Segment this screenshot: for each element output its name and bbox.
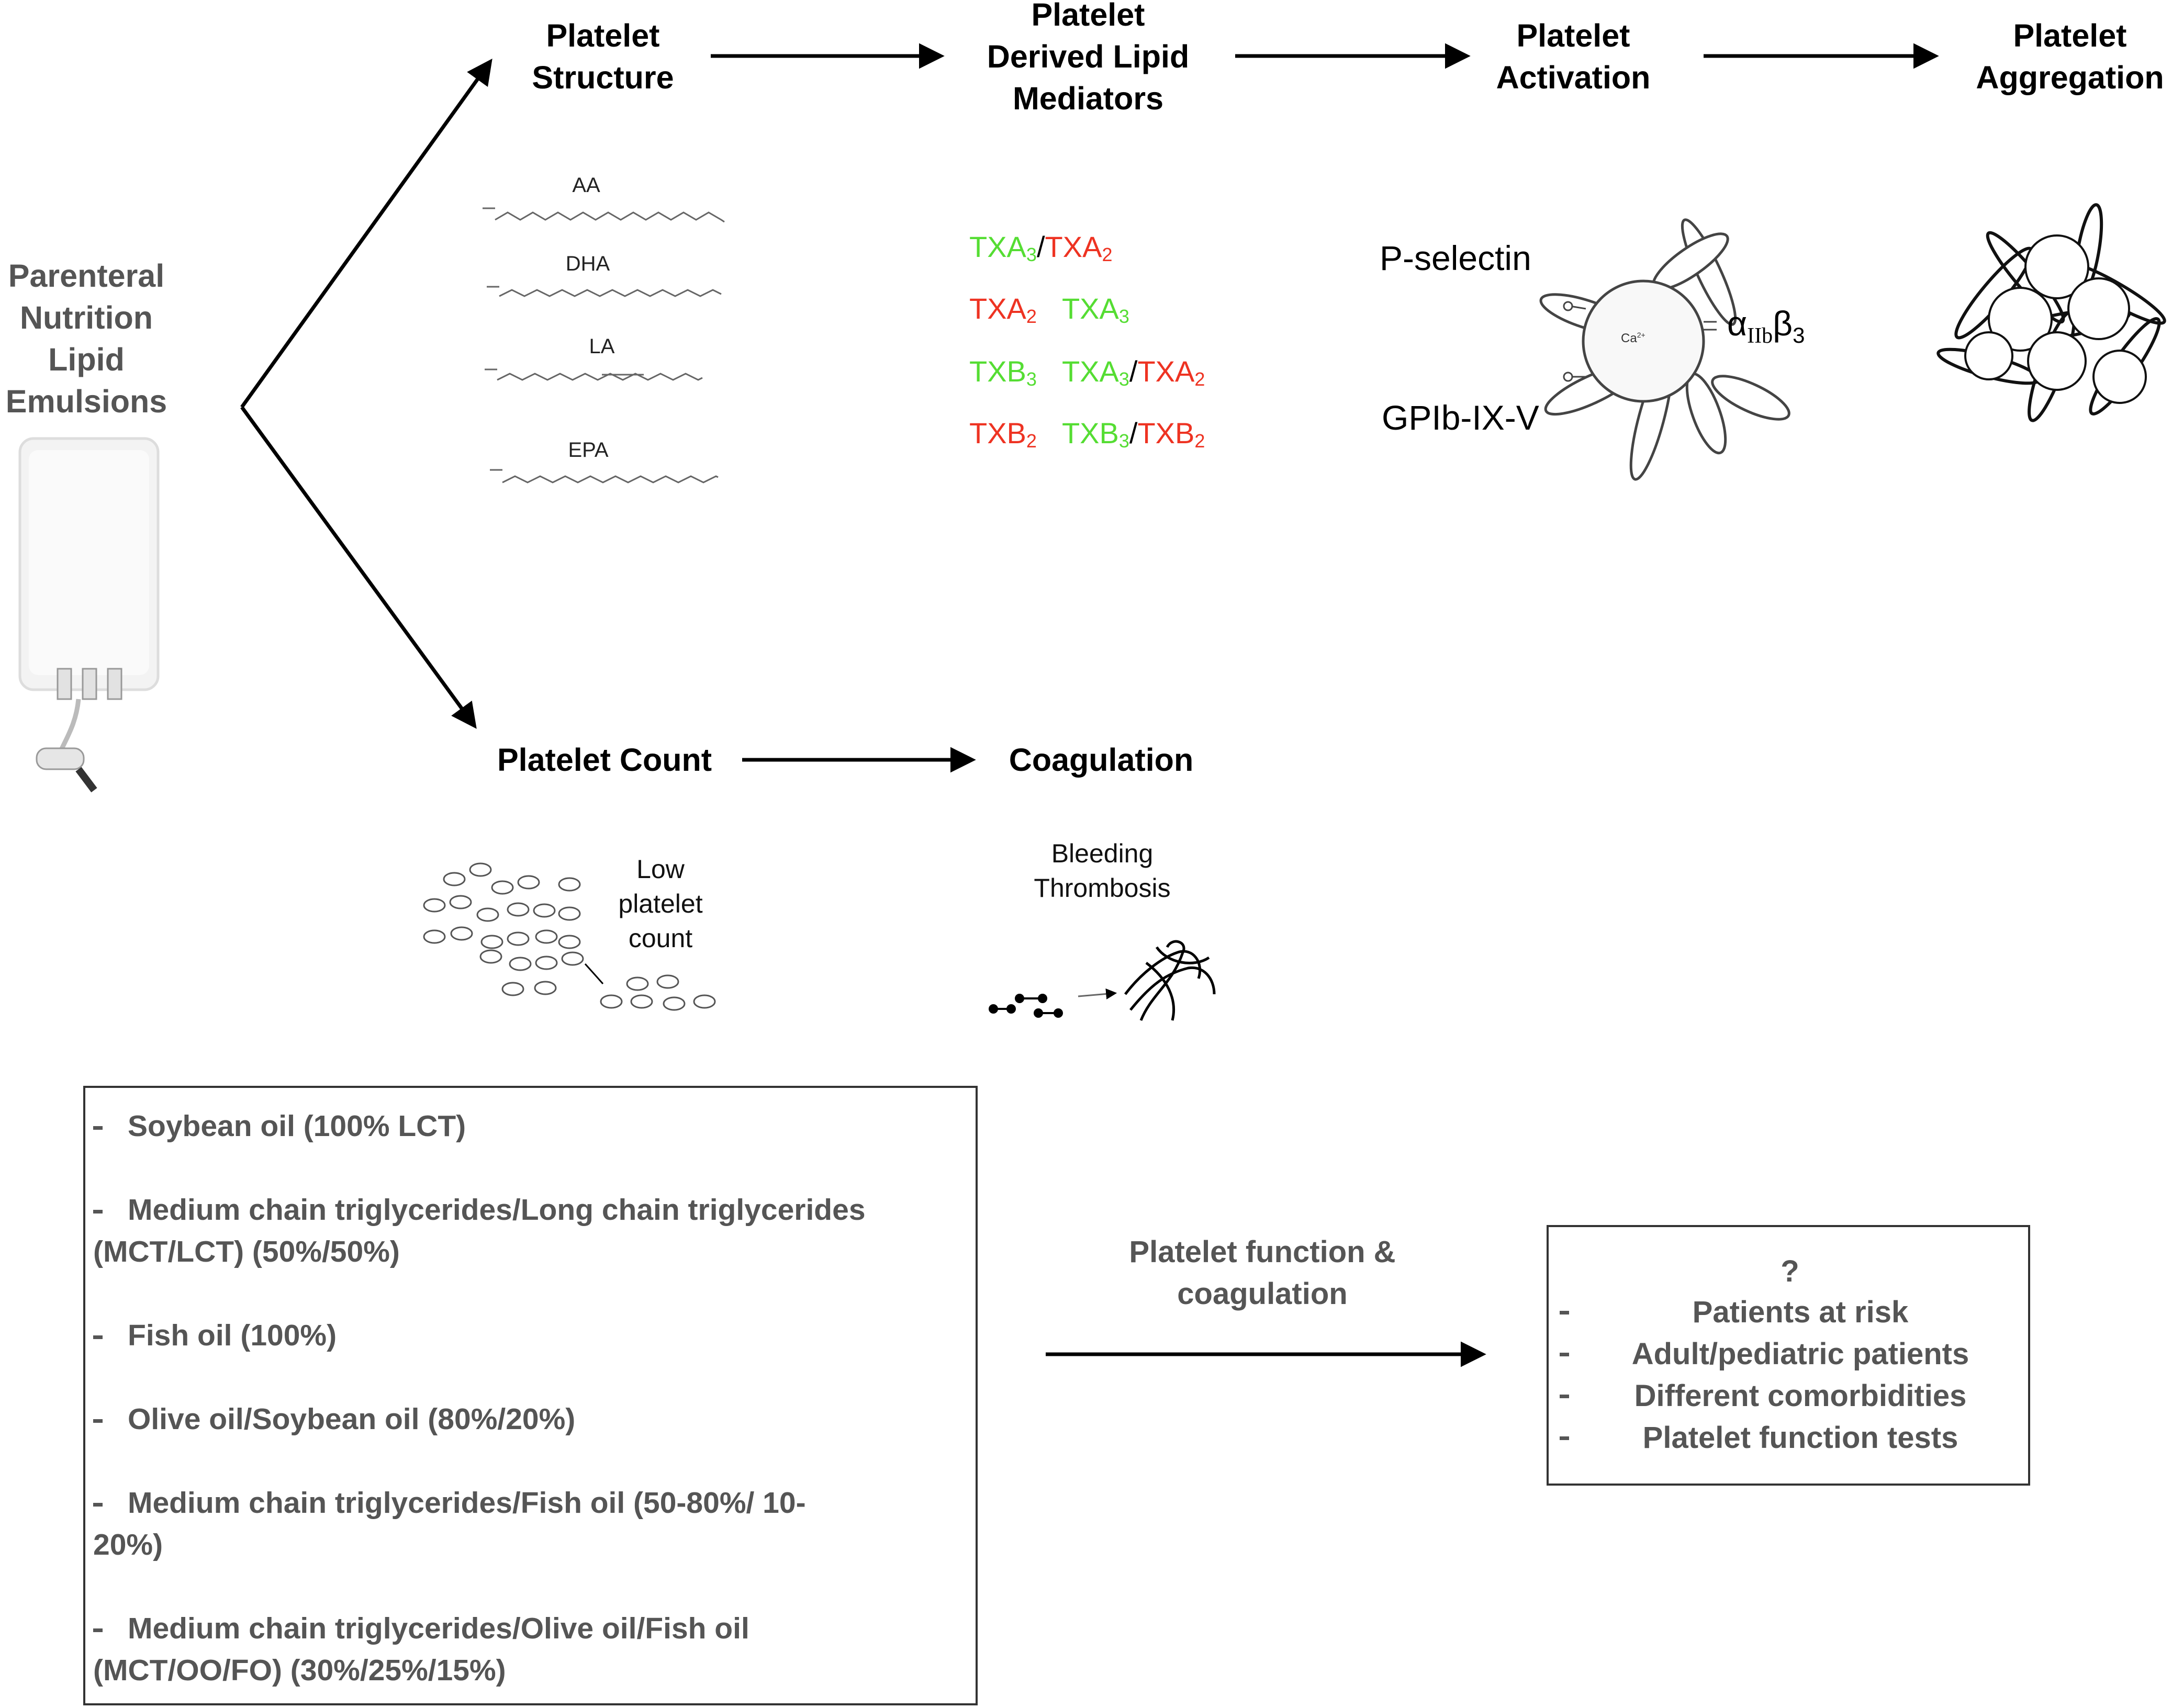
- mediator-row: TXB3 TXA3/TXA2: [969, 351, 1205, 400]
- heading-lipid-mediators: Platelet Derived Lipid Mediators: [987, 0, 1189, 119]
- label-line: Thrombosis: [1034, 873, 1171, 903]
- heading-line: Activation: [1496, 60, 1651, 95]
- dash-icon: [1560, 1353, 1569, 1356]
- heading-line: Structure: [532, 60, 674, 95]
- calcium-symbol: Ca: [1621, 331, 1637, 345]
- dash-icon: [1560, 1311, 1569, 1314]
- p-selectin-label: P-selectin: [1380, 239, 1531, 277]
- fatty-acid-label: LA: [589, 335, 615, 358]
- iv-bag-icon: [18, 437, 160, 793]
- fatty-acid-label: EPA: [568, 439, 609, 462]
- unknown-item: Adult/pediatric patients: [1560, 1333, 2020, 1375]
- mediator-row: TXA3/TXA2: [969, 226, 1112, 276]
- mediator-separator: /: [1036, 230, 1045, 263]
- emulsion-item: Fish oil (100%): [93, 1314, 968, 1356]
- heading-platelet-count: Platelet Count: [497, 742, 712, 778]
- label-line: Platelet function &: [1129, 1235, 1396, 1269]
- emulsion-item: Medium chain triglycerides/Long chain tr…: [93, 1193, 866, 1268]
- activated-platelet-icon: [1539, 218, 1790, 481]
- calcium-label: Ca2+: [1621, 331, 1645, 346]
- dash-icon: [93, 1628, 103, 1633]
- arrow-to-count: [240, 406, 477, 729]
- source-title-line: Lipid: [48, 342, 125, 377]
- gp-receptor-label: GPIb-IX-V: [1382, 398, 1539, 437]
- mediator-term: TXB3: [969, 355, 1037, 390]
- mediator-separator: /: [1129, 417, 1138, 450]
- mediator-term: TXA3: [969, 230, 1037, 265]
- emulsion-item: Medium chain triglycerides/Olive oil/Fis…: [93, 1612, 749, 1687]
- dash-icon: [93, 1335, 103, 1340]
- emulsion-item: Medium chain triglycerides/Fish oil (50-…: [93, 1486, 806, 1561]
- mediator-term: TXB3: [1061, 417, 1129, 452]
- emulsion-item: Olive oil/Soybean oil (80%/20%): [93, 1398, 968, 1440]
- heading-line: Platelet: [1031, 0, 1145, 32]
- coagulation-icon: [989, 940, 1216, 1021]
- mediator-term: TXB2: [1137, 417, 1205, 452]
- unknowns-list: Patients at risk Adult/pediatric patient…: [1560, 1291, 2020, 1459]
- mediator-term: TXA3: [1061, 355, 1129, 390]
- unknown-item: Platelet function tests: [1560, 1417, 2020, 1459]
- dash-icon: [93, 1210, 103, 1214]
- label-line: coagulation: [1177, 1277, 1348, 1311]
- calcium-charge: 2+: [1637, 331, 1645, 339]
- aggregated-platelets-icon: [1936, 203, 2166, 422]
- mediator-term: TXA2: [1045, 230, 1113, 265]
- mediator-separator: /: [1129, 355, 1138, 388]
- heading-line: Platelet: [1516, 18, 1630, 53]
- heading-line: Platelet: [546, 18, 660, 53]
- dash-icon: [1560, 1436, 1569, 1440]
- heading-platelet-activation: Platelet Activation: [1496, 15, 1651, 98]
- mediator-term: TXA3: [1061, 292, 1129, 327]
- unknown-item: Patients at risk: [1560, 1291, 2020, 1333]
- heading-line: Mediators: [1012, 81, 1164, 116]
- label-line: count: [628, 924, 693, 953]
- source-title: Parenteral Nutrition Lipid Emulsions: [6, 255, 167, 422]
- arrow-to-structure: [240, 59, 492, 409]
- fatty-acid-label: AA: [572, 174, 600, 197]
- mediator-term: TXA2: [1137, 355, 1205, 390]
- label-line: platelet: [618, 889, 703, 918]
- mediator-row: TXA2 TXA3: [969, 288, 1129, 338]
- emulsion-item: Soybean oil (100% LCT): [93, 1105, 968, 1147]
- emulsions-list: Soybean oil (100% LCT) Medium chain trig…: [93, 1105, 968, 1691]
- heading-line: Aggregation: [1976, 60, 2164, 95]
- integrin-beta-sub: 3: [1793, 323, 1805, 348]
- unknown-item: Different comorbidities: [1560, 1375, 2020, 1417]
- dash-icon: [93, 1419, 103, 1423]
- label-line: Low: [636, 855, 685, 884]
- integrin-alpha: α: [1727, 304, 1748, 343]
- heading-coagulation: Coagulation: [1009, 742, 1194, 778]
- function-arrow-label: Platelet function & coagulation: [1129, 1231, 1395, 1315]
- integrin-beta: β: [1773, 304, 1793, 343]
- dash-icon: [93, 1126, 103, 1130]
- heading-line: Platelet: [2013, 18, 2127, 53]
- coagulation-outcomes-label: Bleeding Thrombosis: [1034, 836, 1170, 905]
- heading-line: Derived Lipid: [987, 39, 1190, 74]
- heading-platelet-aggregation: Platelet Aggregation: [1976, 15, 2164, 98]
- question-mark: ?: [1781, 1254, 1799, 1288]
- source-title-line: Emulsions: [5, 384, 167, 419]
- integrin-label: αIIbβ3: [1727, 304, 1805, 349]
- low-platelet-label: Low platelet count: [618, 852, 702, 956]
- fatty-acid-label: DHA: [565, 252, 610, 275]
- mediator-term: TXB2: [969, 417, 1037, 452]
- source-title-line: Parenteral: [8, 258, 165, 294]
- fatty-acid-chains: [483, 207, 725, 484]
- emulsions-box: [83, 1086, 978, 1705]
- unknowns-box: [1547, 1225, 2030, 1486]
- dash-icon: [1560, 1395, 1569, 1398]
- heading-platelet-structure: Platelet Structure: [532, 15, 674, 98]
- mediator-term: TXA2: [969, 292, 1037, 327]
- label-line: Bleeding: [1051, 839, 1154, 868]
- source-title-line: Nutrition: [19, 300, 153, 335]
- platelet-ellipses: [423, 862, 716, 1011]
- integrin-alpha-sub: IIb: [1747, 324, 1773, 349]
- dash-icon: [93, 1503, 103, 1507]
